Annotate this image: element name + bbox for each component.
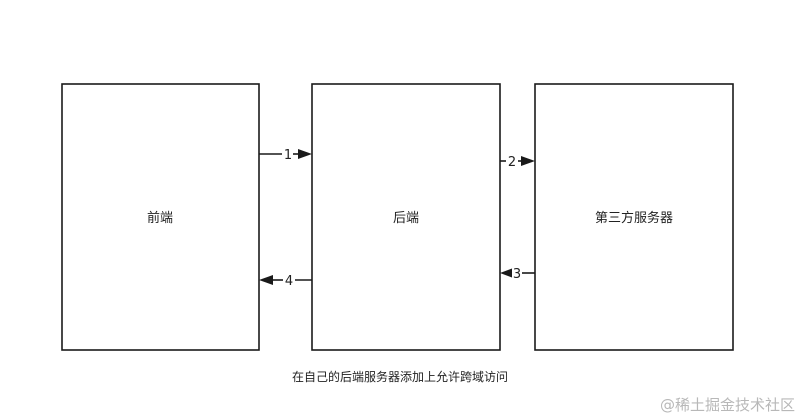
third-party-server-label: 第三方服务器 — [595, 210, 673, 226]
edge-3-arrowhead — [500, 268, 512, 278]
edge-1-label: 1 — [284, 148, 292, 163]
site-watermark: @稀土掘金技术社区 — [660, 396, 795, 414]
backend-node: 后端 — [311, 83, 501, 351]
edge-4-arrow: 4 — [259, 274, 312, 289]
frontend-label: 前端 — [147, 210, 173, 226]
edge-3-arrow: 3 — [500, 267, 535, 282]
frontend-node: 前端 — [61, 83, 260, 351]
edge-4-arrowhead — [259, 275, 273, 285]
edge-3-label: 3 — [513, 267, 521, 282]
edge-4-label: 4 — [285, 274, 293, 289]
edge-2-arrowhead — [521, 156, 535, 166]
backend-label: 后端 — [393, 211, 419, 226]
edge-1-arrow: 1 — [259, 148, 312, 163]
diagram-caption: 在自己的后端服务器添加上允许跨域访问 — [292, 369, 508, 384]
edge-1-arrowhead — [298, 149, 312, 159]
third-party-server-node: 第三方服务器 — [534, 83, 734, 351]
edge-2-label: 2 — [508, 155, 516, 170]
edge-2-arrow: 2 — [500, 155, 535, 170]
